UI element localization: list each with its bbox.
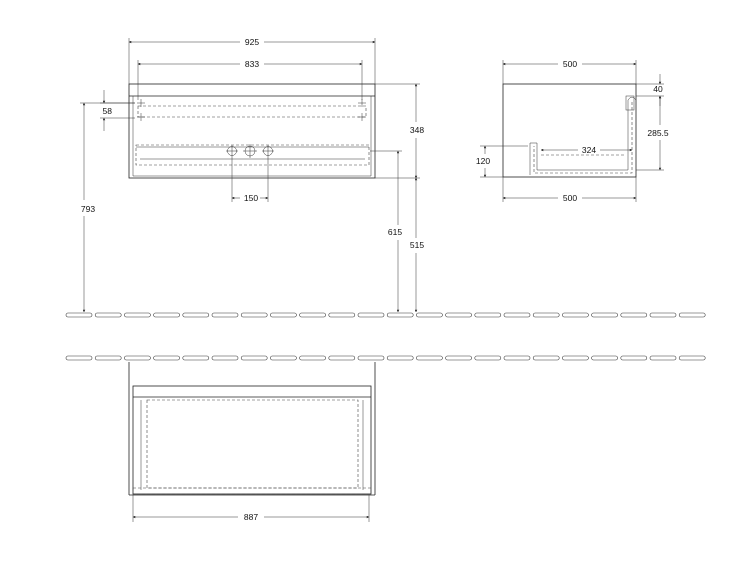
floor-tile (503, 312, 531, 318)
dim-height-bottom-to-floor: 515 (410, 240, 424, 250)
dim-side-inner-height: 285.5 (647, 128, 669, 138)
floor-tile (124, 355, 151, 361)
top-view: 887 (128, 362, 376, 522)
dim-front-width-overall: 925 (245, 37, 259, 47)
dim-front-top-offset: 58 (103, 106, 113, 116)
floor-tile (240, 355, 268, 361)
dim-top-width-inner: 887 (244, 512, 258, 522)
dim-side-inner-depth: 324 (582, 145, 596, 155)
floor-tile (357, 355, 385, 361)
floor-tile (416, 355, 443, 361)
floor-tile (591, 355, 618, 361)
dim-side-depth-top: 500 (563, 59, 577, 69)
floor-tile (270, 312, 297, 318)
dim-side-cutout-height: 120 (476, 156, 490, 166)
floor-tile (65, 355, 93, 361)
floor-tile (299, 355, 326, 361)
side-cabinet-outline (502, 83, 637, 178)
side-view: 500 500 40 285.5 324 120 (476, 59, 669, 203)
floor-tile (357, 312, 385, 318)
floor-tile (211, 312, 239, 318)
floor-tile (386, 355, 414, 361)
dim-height-top-to-floor: 615 (388, 227, 402, 237)
floor-tile (503, 355, 531, 361)
floor-tile (328, 355, 356, 361)
floor-tile (153, 312, 180, 318)
dim-siphon-spacing: 150 (244, 193, 258, 203)
floor-tile (562, 355, 589, 361)
floor-tile (124, 312, 151, 318)
top-cabinet-outline (132, 385, 372, 495)
mounting-point-icon (137, 99, 366, 121)
dim-total-height: 793 (81, 204, 95, 214)
floor-tile (445, 312, 472, 318)
dim-side-depth-bottom: 500 (563, 193, 577, 203)
front-basin-dashed (135, 144, 370, 166)
floor-tile (562, 312, 589, 318)
front-view: 925 833 58 793 348 615 515 (80, 37, 424, 313)
floor-tile (532, 355, 560, 361)
floor-tile (386, 312, 414, 318)
floor-tile (591, 312, 618, 318)
floor-tile (240, 312, 268, 318)
floor-tile (94, 312, 122, 318)
dim-side-top-thickness: 40 (653, 84, 663, 94)
floor-tile (94, 355, 122, 361)
floor-tile (649, 355, 677, 361)
dim-front-width-inner: 833 (245, 59, 259, 69)
floor-tile (65, 312, 93, 318)
floor-tile (532, 312, 560, 318)
dim-cabinet-height: 348 (410, 125, 424, 135)
floor-tile (299, 312, 326, 318)
floor-tile (649, 312, 677, 318)
floor-tile (620, 312, 648, 318)
floor-tile (678, 355, 706, 361)
floor-tile (270, 355, 297, 361)
floor-tile (445, 355, 472, 361)
floor-tile (416, 312, 443, 318)
floor-tile (328, 312, 356, 318)
floor-tile (678, 312, 706, 318)
floor-tile (474, 355, 502, 361)
floor-tile (620, 355, 648, 361)
floor-tile (182, 355, 210, 361)
floor-line-top (65, 355, 706, 361)
floor-tile (182, 312, 210, 318)
siphon-icon (226, 144, 274, 158)
floor-tile (153, 355, 180, 361)
floor-tile (474, 312, 502, 318)
front-drawer-dashed (137, 105, 367, 118)
front-cabinet-outline (128, 83, 376, 179)
floor-line-front (65, 312, 706, 318)
floor-tile (211, 355, 239, 361)
